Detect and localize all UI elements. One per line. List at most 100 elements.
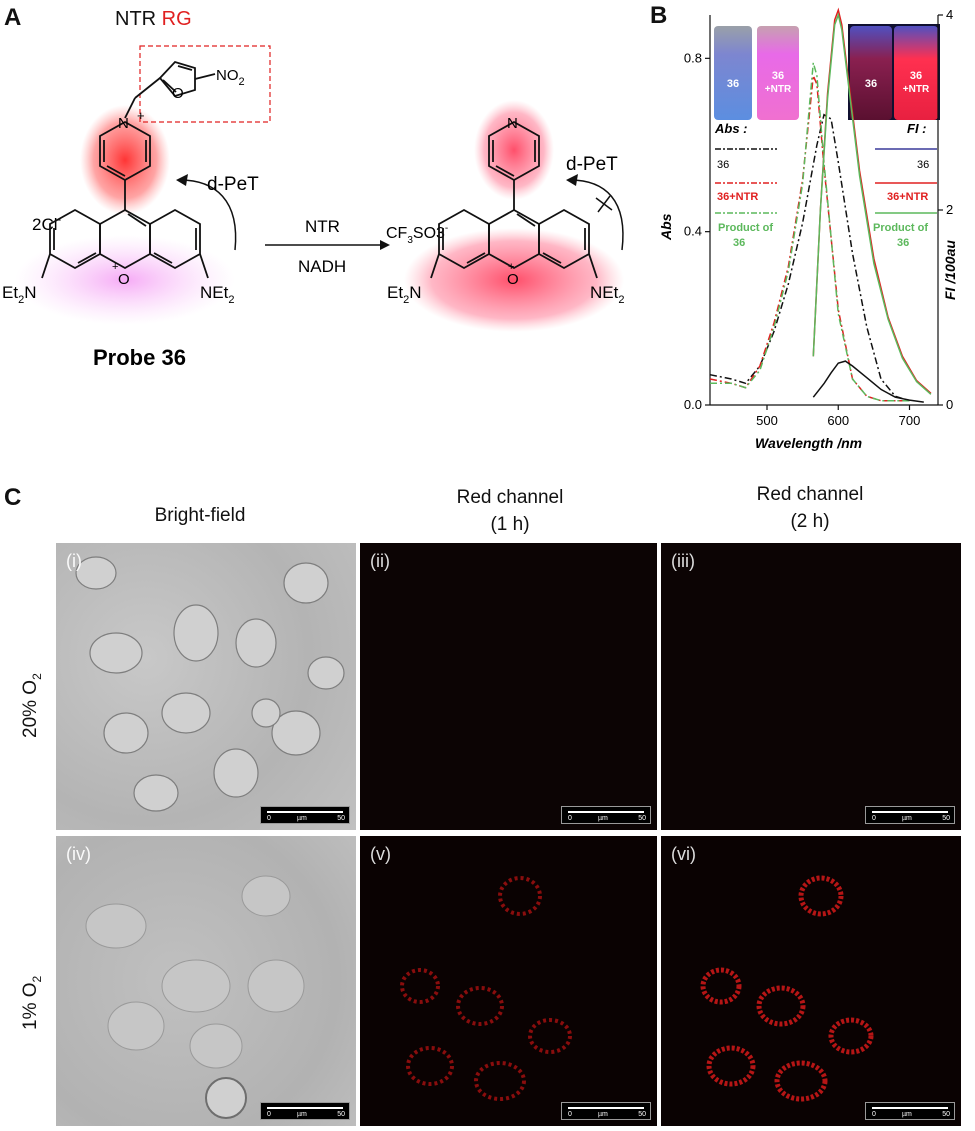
row-label-1: 1% O2 xyxy=(20,975,44,1030)
counter-ion-left: 2Cl- xyxy=(32,214,62,234)
dpet-arrow-right xyxy=(569,179,624,251)
nitrofuran-box xyxy=(139,45,271,123)
vial-36-abs: 36 xyxy=(714,26,752,120)
pyridinium-ring xyxy=(99,120,151,210)
cells-bf-1 xyxy=(75,556,345,812)
x-axis-label: Wavelength /nm xyxy=(755,435,862,451)
legend-fl-title: FI : xyxy=(907,121,927,136)
et2n-right: Et2N xyxy=(387,283,421,306)
col-header-brightfield: Bright-field xyxy=(154,505,246,526)
y-left-tick-label: 0.4 xyxy=(684,224,702,239)
legend-fl-product: Product of xyxy=(873,222,928,234)
reaction-arrowhead xyxy=(380,240,390,250)
vial-36ntr-abs: 36 +NTR xyxy=(757,26,799,120)
legend-abs-36: 36 xyxy=(717,159,729,171)
y-left-tick-label: 0.8 xyxy=(684,50,702,65)
y-right-label: FI /100au xyxy=(942,240,958,300)
tile-label: (i) xyxy=(66,551,82,571)
net2-left: NEt2 xyxy=(200,283,234,306)
et2n-left: Et2N xyxy=(2,283,36,306)
legend-fl-36ntr: 36+NTR xyxy=(887,191,928,203)
y-left-tick-label: 0.0 xyxy=(684,397,702,412)
legend-abs-product: Product of xyxy=(718,222,773,234)
vial-label: +NTR xyxy=(902,84,930,95)
xanthene-plus-left: + xyxy=(112,261,118,273)
pyridine-ring-right xyxy=(488,120,540,210)
net2-right: NEt2 xyxy=(590,283,624,306)
series-left-36-ntr xyxy=(709,75,910,402)
vial-label: +NTR xyxy=(764,84,792,95)
series-left-36 xyxy=(709,113,910,402)
xanthene-plus-right: + xyxy=(508,261,514,273)
vial-36ntr-fl: 36 +NTR xyxy=(894,26,938,120)
probe-label: Probe 36 xyxy=(93,345,186,370)
x-tick-label: 500 xyxy=(756,413,778,428)
series-right-36 xyxy=(812,360,924,403)
tile-label: (iv) xyxy=(66,844,91,864)
dpet-right: d-PeT xyxy=(566,154,618,175)
dpet-left: d-PeT xyxy=(207,174,259,195)
row-label-20: 20% O2 xyxy=(20,673,44,738)
y-right-tick-label: 4 xyxy=(946,7,953,22)
product-glow-top xyxy=(474,100,554,200)
vial-label: 36 xyxy=(771,70,785,82)
x-tick-label: 600 xyxy=(827,413,849,428)
series-right-product-of-36 xyxy=(812,12,932,395)
pyridinium-plus: + xyxy=(137,108,145,123)
xanthene-o-left: O xyxy=(118,271,130,288)
pyridinium-n: N xyxy=(118,115,129,132)
xanthene-o-right: O xyxy=(507,271,519,288)
x-tick-label: 700 xyxy=(899,413,921,428)
enzyme-label: NTR xyxy=(305,217,340,236)
furan-ring xyxy=(124,60,216,119)
series-left-product-of-36 xyxy=(710,62,910,402)
legend-fl-product-36: 36 xyxy=(897,237,909,249)
vial-label: 36 xyxy=(909,70,923,82)
counter-ion-right: CF3SO3- xyxy=(386,223,448,246)
panel-c-letter: C xyxy=(4,484,22,511)
product-glow-core xyxy=(404,228,624,332)
y-right-tick-label: 0 xyxy=(946,397,953,412)
reaction-scheme: O NO2 N + d-PeT 2Cl- O + Et2N NEt2 NTR N… xyxy=(2,45,624,370)
vial-label: 36 xyxy=(726,78,740,90)
y-left-label: Abs xyxy=(658,213,674,241)
y-right-tick-label: 2 xyxy=(946,202,953,217)
pyridinium-glow xyxy=(80,105,170,215)
fluor-cells-1h xyxy=(400,876,572,1101)
nitro-label: NO2 xyxy=(216,67,245,88)
col-header-red-1h: Red channel (1 h) xyxy=(456,487,564,535)
col-header-red-2h: Red channel (2 h) xyxy=(756,484,864,532)
title-rg: RG xyxy=(161,8,192,30)
dpet-arrowhead-right xyxy=(566,174,578,186)
vial-label: 36 xyxy=(864,78,878,90)
fluor-cells-2h xyxy=(700,875,874,1102)
cofactor-label: NADH xyxy=(298,257,346,276)
legend-fl-36: 36 xyxy=(917,159,929,171)
xanthene-right xyxy=(430,208,598,279)
tile-label: (v) xyxy=(370,844,391,864)
title-ntr: NTR xyxy=(115,8,157,30)
cells-bf-2 xyxy=(85,875,305,1119)
panel-a-letter: A xyxy=(4,4,22,31)
dpet-arrow-left xyxy=(179,179,237,251)
panel-b-letter: B xyxy=(650,2,668,29)
xanthene-glow xyxy=(15,235,235,325)
legend-abs-product-36: 36 xyxy=(733,237,745,249)
panel-a-title: NTR RG xyxy=(115,8,192,31)
vial-36-fl: 36 xyxy=(850,26,892,120)
tile-label: (vi) xyxy=(671,844,696,864)
dpet-arrowhead-left xyxy=(176,174,188,186)
